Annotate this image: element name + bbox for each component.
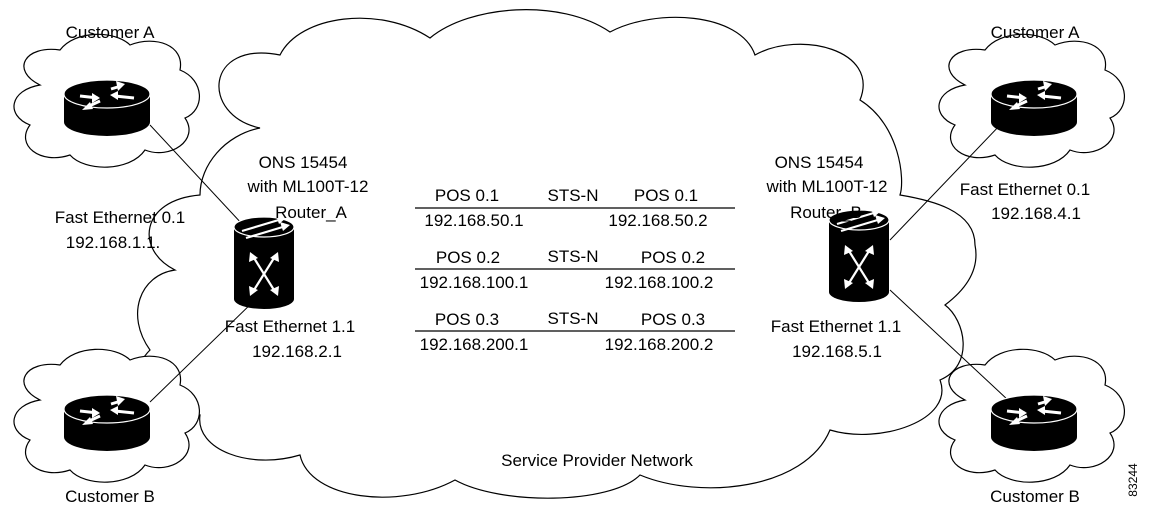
router-b-model-line2: with ML100T-12: [766, 177, 888, 196]
customer-a-label: Customer A: [991, 23, 1080, 42]
customer-b-label: Customer B: [990, 487, 1080, 506]
link1-right-ip: 192.168.50.2: [608, 211, 707, 230]
router-a-fe11-label: Fast Ethernet 1.1: [225, 317, 355, 336]
link3-left-port: POS 0.3: [435, 310, 499, 329]
customer-b-router-icon: [62, 393, 152, 453]
link1-left-ip: 192.168.50.1: [424, 211, 523, 230]
router-a-fe01-label: Fast Ethernet 0.1: [55, 208, 185, 227]
router-a-model-line2: with ML100T-12: [247, 177, 369, 196]
link1-left-port: POS 0.1: [435, 186, 499, 205]
customer-a-router-icon: [989, 78, 1079, 138]
link-router-a-customer-b: [149, 297, 258, 403]
link2-left-port: POS 0.2: [436, 248, 500, 267]
router-b-model-line1: ONS 15454: [775, 153, 864, 172]
router-a-icon: [232, 213, 296, 311]
router-a-fe11-ip: 192.168.2.1: [252, 342, 342, 361]
customer-b-router-icon: [989, 393, 1079, 453]
figure-number: 83244: [1126, 463, 1140, 497]
link3-right-port: POS 0.3: [641, 310, 705, 329]
link2-circuit: STS-N: [548, 247, 599, 266]
link2-right-ip: 192.168.100.2: [605, 273, 714, 292]
router-b-fe11-ip: 192.168.5.1: [792, 342, 882, 361]
link3-circuit: STS-N: [548, 309, 599, 328]
link1-circuit: STS-N: [548, 186, 599, 205]
customer-a-router-icon: [62, 78, 152, 138]
link3-left-ip: 192.168.200.1: [420, 335, 529, 354]
router-b-fe01-ip: 192.168.4.1: [991, 204, 1081, 223]
link1-right-port: POS 0.1: [634, 186, 698, 205]
customer-a-label: Customer A: [66, 23, 155, 42]
router-a-model-line1: ONS 15454: [259, 153, 348, 172]
service-provider-network-label: Service Provider Network: [501, 451, 693, 470]
link2-right-port: POS 0.2: [641, 248, 705, 267]
link-router-b-customer-b: [889, 289, 1009, 401]
router-a-fe01-ip: 192.168.1.1.: [66, 233, 161, 252]
router-b-name: Router_B: [790, 203, 862, 222]
link-router-b-customer-a: [889, 122, 1003, 241]
link2-left-ip: 192.168.100.1: [420, 273, 529, 292]
router-b-icon: [827, 206, 891, 304]
link3-right-ip: 192.168.200.2: [605, 335, 714, 354]
router-b-fe11-label: Fast Ethernet 1.1: [771, 317, 901, 336]
customer-b-label: Customer B: [65, 487, 155, 506]
router-a-name: Router_A: [275, 203, 347, 222]
router-b-fe01-label: Fast Ethernet 0.1: [960, 180, 1090, 199]
